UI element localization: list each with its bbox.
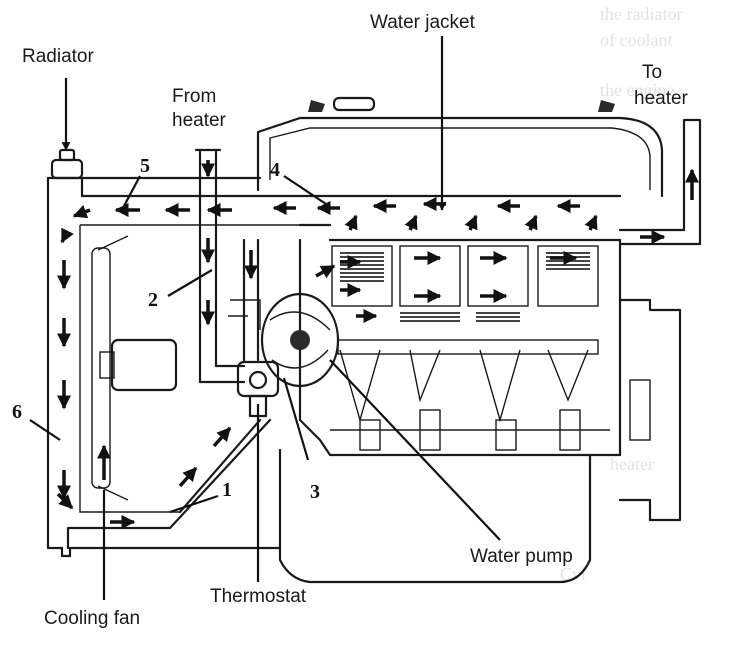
callout-3: 3 bbox=[310, 481, 320, 503]
label-water-pump: Water pump bbox=[470, 546, 573, 567]
label-water-jacket: Water jacket bbox=[370, 12, 476, 33]
background-ghost-text: the radiator of coolant the engine heate… bbox=[560, 4, 682, 584]
callout-4: 4 bbox=[270, 159, 280, 181]
svg-text:heater: heater bbox=[610, 454, 654, 474]
lower-hose bbox=[66, 418, 272, 550]
callout-2: 2 bbox=[148, 289, 158, 311]
crankshaft bbox=[330, 339, 610, 451]
svg-text:the radiator: the radiator bbox=[600, 4, 682, 24]
callout-6: 6 bbox=[12, 401, 22, 423]
label-cooling-fan: Cooling fan bbox=[44, 608, 140, 629]
label-thermostat: Thermostat bbox=[210, 586, 307, 607]
label-to-heater-line1: To bbox=[642, 62, 662, 83]
upper-hose bbox=[80, 176, 622, 227]
svg-text:Cyl: Cyl bbox=[560, 564, 586, 584]
label-from-heater-line1: From bbox=[172, 86, 216, 107]
flow-arrows bbox=[56, 160, 699, 529]
leader-lines bbox=[29, 36, 501, 600]
cylinders bbox=[331, 245, 599, 324]
engine-block bbox=[256, 96, 682, 584]
water-pump bbox=[228, 292, 340, 388]
radiator bbox=[46, 148, 300, 558]
svg-text:the engine: the engine bbox=[600, 80, 674, 100]
flywheel bbox=[618, 298, 682, 522]
callout-5: 5 bbox=[140, 155, 150, 177]
label-to-heater-line2: heater bbox=[634, 88, 689, 109]
to-heater-pipe bbox=[618, 118, 702, 246]
from-heater-pipe bbox=[194, 148, 246, 384]
svg-text:of coolant: of coolant bbox=[600, 30, 672, 50]
head-bolt-2 bbox=[598, 100, 615, 112]
label-from-heater-line2: heater bbox=[172, 110, 227, 131]
callout-1: 1 bbox=[222, 479, 232, 501]
head-bolt-1 bbox=[308, 100, 325, 112]
oil-pan bbox=[278, 448, 592, 584]
label-radiator: Radiator bbox=[22, 46, 94, 67]
